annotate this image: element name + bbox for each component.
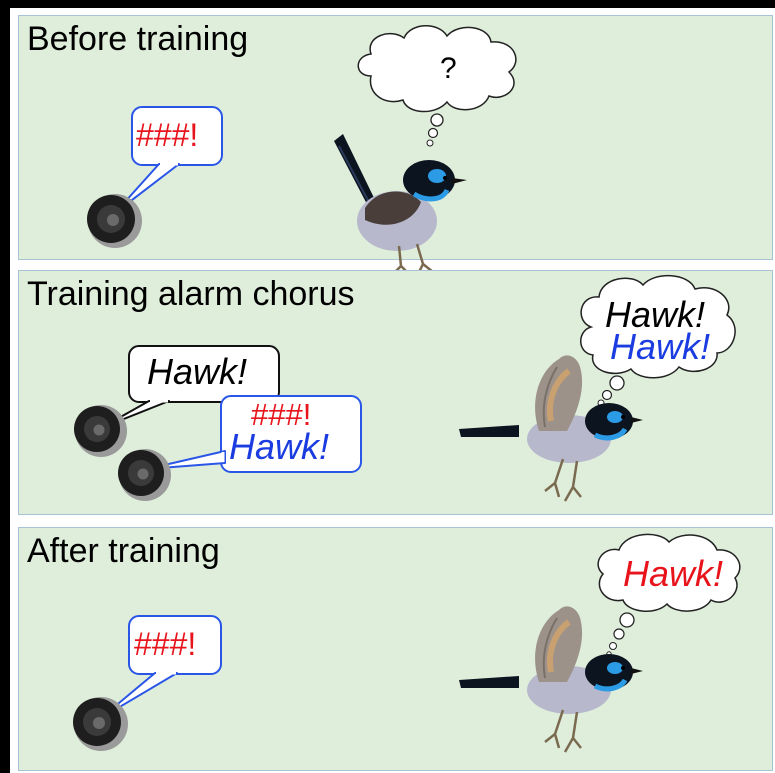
frame-border-left — [0, 0, 10, 773]
speaker-icon — [74, 405, 127, 457]
speaker-icon — [118, 449, 171, 501]
thought-cloud-icon — [597, 533, 741, 657]
panel-graphics — [87, 25, 517, 277]
thought-cloud-icon — [580, 274, 736, 407]
panel-before-training: Before training — [18, 15, 773, 277]
panel-graphics — [74, 274, 736, 502]
panel-graphics — [73, 533, 741, 753]
thought-cloud-icon — [357, 25, 517, 147]
thought-text: ? — [440, 52, 457, 85]
panel-title: Before training — [27, 20, 249, 58]
speech-bubble — [114, 106, 223, 214]
bubble-text-alarm: ###! — [134, 626, 197, 662]
bubble-text-hawk: Hawk! — [229, 426, 330, 467]
panel-after-training: After training — [18, 527, 773, 771]
fairy-wren-icon — [334, 134, 467, 277]
bubble-text-alarm: ###! — [251, 397, 312, 432]
panel-title: Training alarm chorus — [27, 275, 355, 313]
fairy-wren-icon — [459, 355, 643, 502]
frame-border-top — [0, 0, 775, 8]
speech-bubble-black — [100, 345, 280, 429]
panel-training-alarm-chorus: Training alarm chorus — [18, 270, 773, 515]
panel-title: After training — [27, 532, 220, 570]
thought-text-hawk: Hawk! — [605, 294, 706, 335]
thought-text-hawk: Hawk! — [610, 326, 711, 367]
speaker-icon — [73, 697, 128, 751]
thought-text-hawk: Hawk! — [623, 553, 724, 594]
speech-bubble-blue — [146, 395, 362, 473]
bubble-text-hawk: Hawk! — [147, 351, 248, 392]
fairy-wren-icon — [459, 606, 643, 753]
speaker-icon — [87, 194, 142, 248]
bubble-text-alarm: ###! — [136, 117, 199, 153]
